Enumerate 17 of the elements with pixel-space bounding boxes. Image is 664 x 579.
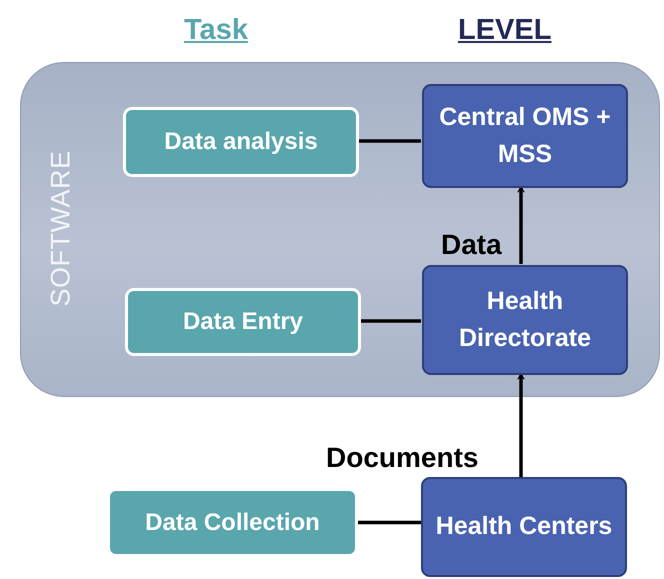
connector-line: [358, 139, 421, 143]
column-heading: LEVEL: [458, 14, 552, 47]
level-box: Health Centers: [421, 477, 627, 577]
arrow: [517, 186, 525, 264]
connector-line: [360, 319, 421, 323]
level-box: Central OMS + MSS: [422, 84, 628, 188]
edge-label: Data: [441, 229, 502, 261]
task-box: Data Collection: [107, 488, 358, 557]
level-box: Health Directorate: [422, 265, 628, 375]
task-box: Data Entry: [125, 288, 361, 356]
task-box: Data analysis: [123, 107, 359, 177]
arrow: [517, 373, 525, 477]
panel-title: SOFTWARE: [46, 150, 76, 308]
edge-label: Documents: [326, 442, 478, 474]
column-heading: Task: [184, 14, 248, 47]
software-panel: [20, 62, 660, 397]
connector-line: [358, 520, 421, 524]
